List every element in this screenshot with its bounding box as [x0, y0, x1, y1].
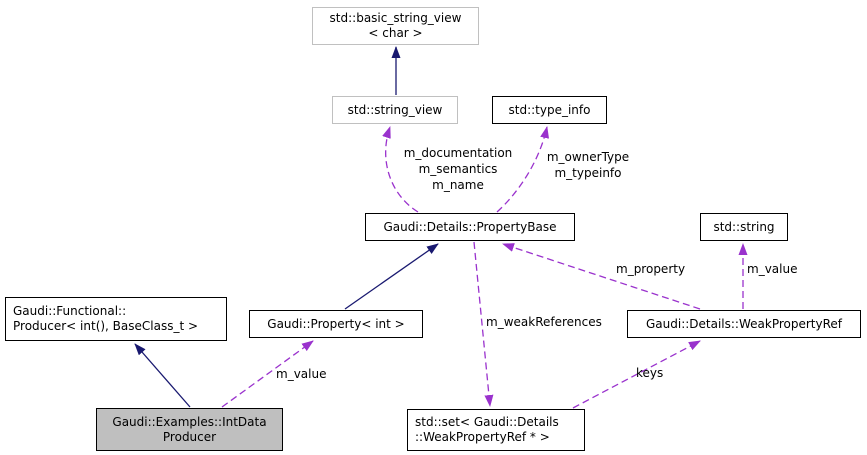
class-name-line: std::set< Gaudi::Details: [415, 415, 559, 429]
class-node-int-data-producer: Gaudi::Examples::IntData Producer: [96, 408, 283, 451]
class-name-line: ::WeakPropertyRef * >: [415, 430, 550, 444]
edge-label-m-value-right: m_value: [747, 262, 798, 276]
class-name-line: std::string: [713, 219, 775, 234]
class-name-line: < char >: [368, 26, 423, 40]
edge-label-members-of-propertybase-typeinfo: m_ownerType m_typeinfo: [546, 150, 630, 180]
class-name-line: Producer: [162, 429, 217, 444]
edge-label-m-weak-references: m_weakReferences: [486, 315, 602, 329]
class-name-line: std::type_info: [508, 102, 591, 117]
edge-usage-weakref-to-propertybase: [502, 243, 701, 310]
edge-label-keys: keys: [636, 366, 664, 380]
class-node-weak-property-ref[interactable]: Gaudi::Details::WeakPropertyRef: [627, 310, 861, 338]
class-node-basic-string-view: std::basic_string_view < char >: [312, 7, 479, 45]
edge-label-m-property: m_property: [616, 262, 686, 276]
class-name-line: Gaudi::Examples::IntData: [112, 414, 267, 429]
class-node-weak-ref-set[interactable]: std::set< Gaudi::Details ::WeakPropertyR…: [407, 409, 585, 451]
edge-inherit-intdataproducer-to-producer: [134, 343, 191, 408]
class-node-std-string[interactable]: std::string: [700, 213, 788, 241]
class-node-property-int[interactable]: Gaudi::Property< int >: [249, 310, 423, 338]
class-node-string-view: std::string_view: [332, 96, 458, 124]
class-name-line: Gaudi::Details::PropertyBase: [383, 219, 557, 234]
class-name-line: Producer< int(), BaseClass_t >: [13, 319, 199, 333]
edge-usage-propertybase-to-typeinfo: [496, 126, 550, 213]
class-node-property-base[interactable]: Gaudi::Details::PropertyBase: [365, 213, 575, 241]
class-name-line: std::basic_string_view: [329, 11, 462, 25]
edge-usage-propertybase-to-stringview: [382, 126, 419, 213]
class-node-functional-producer[interactable]: Gaudi::Functional:: Producer< int(), Bas…: [5, 297, 227, 341]
edge-usage-intdataproducer-to-property: [221, 340, 314, 408]
class-name-line: Gaudi::Details::WeakPropertyRef: [645, 316, 842, 331]
edge-label-members-of-propertybase-stringview: m_documentation m_semantics m_name: [403, 146, 513, 192]
class-name-line: Gaudi::Functional::: [13, 304, 127, 318]
class-name-line: Gaudi::Property< int >: [267, 316, 405, 331]
edge-usage-propertybase-to-set: [473, 241, 494, 407]
edge-label-m-value-left: m_value: [276, 367, 327, 381]
edge-inherit-property-to-propertybase: [344, 243, 439, 310]
class-name-line: std::string_view: [347, 102, 443, 117]
edge-usage-set-to-weakref: [572, 340, 701, 409]
class-node-type-info[interactable]: std::type_info: [492, 96, 607, 124]
